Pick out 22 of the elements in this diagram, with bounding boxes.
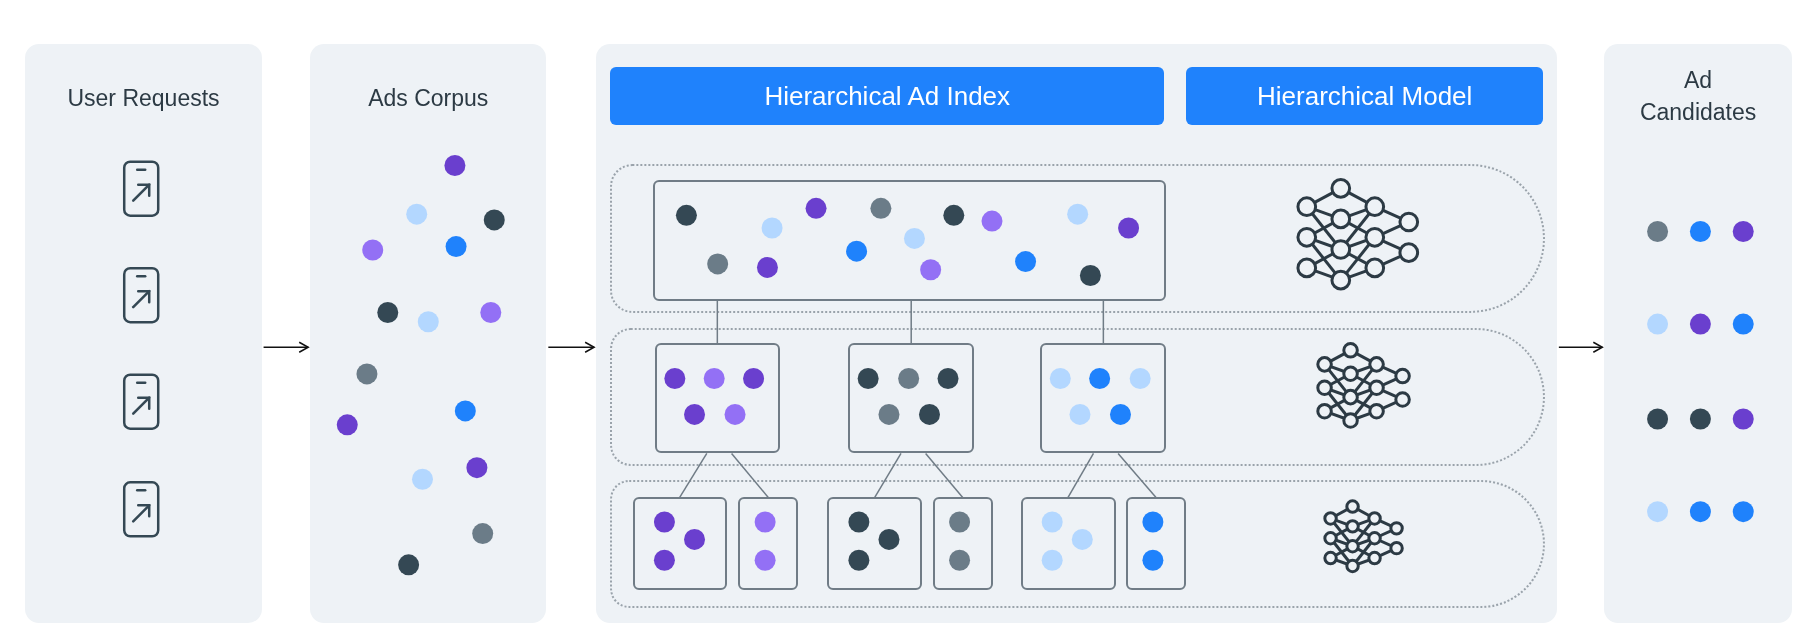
header-bar: Hierarchical Ad Index	[610, 67, 1165, 125]
header-bar: Hierarchical Model	[1186, 67, 1543, 125]
connector-line	[1117, 452, 1157, 499]
connector-line	[1102, 299, 1105, 345]
panel-background	[596, 44, 1557, 623]
connector-line	[716, 299, 719, 345]
connector-line	[924, 452, 964, 499]
connector-line	[678, 452, 708, 499]
panel-title: User Requests	[66, 84, 221, 113]
arrow	[262, 341, 309, 353]
connector-line	[730, 452, 769, 499]
arrow	[1558, 341, 1604, 353]
panel-background	[25, 44, 262, 623]
panel-background	[310, 44, 547, 623]
cluster-box	[652, 180, 1167, 301]
connector-line	[1067, 452, 1095, 499]
panel-title: Ads Corpus	[367, 84, 490, 113]
panel-background	[1604, 44, 1792, 623]
connector-line	[910, 299, 912, 345]
connector-line	[874, 452, 902, 499]
panel-title: Ad Candidates	[1638, 66, 1758, 127]
arrow	[547, 341, 595, 353]
